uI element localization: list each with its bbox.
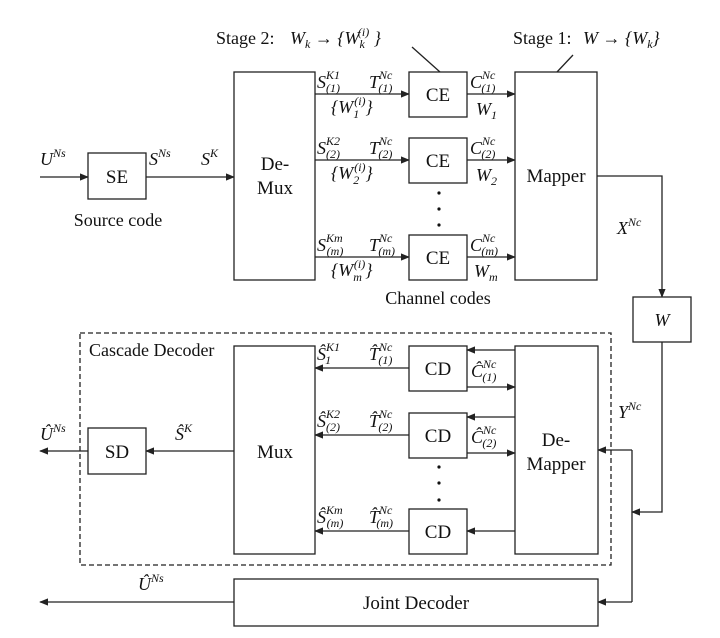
channel-label: W xyxy=(655,310,672,330)
decoder-ellipsis xyxy=(437,465,441,502)
cascade-decoder-frame xyxy=(79,332,612,566)
stage2-pointer xyxy=(411,46,441,73)
c1-label: CNc(1) xyxy=(470,68,496,95)
tm-label: TNc(m) xyxy=(369,231,395,258)
t-hat-m-label: T̂Nc(m) xyxy=(369,503,393,530)
channel-output-arrow xyxy=(631,342,663,516)
encoder-ellipsis xyxy=(437,191,441,227)
c-hat-1-label: ĈNc(1) xyxy=(471,357,497,384)
c2-label: CNc(2) xyxy=(470,134,496,161)
demux-block xyxy=(233,71,316,281)
signal-y: YNc xyxy=(618,399,642,422)
signal-s-ns: SNs xyxy=(149,146,171,169)
decoder-branch-2: CD ĈNc(2) ŜK2(2) T̂Nc(2) xyxy=(314,407,516,459)
stage2-math: Wk → {Wk(i) } xyxy=(290,25,382,51)
t-hat-1-label: T̂Nc(1) xyxy=(369,340,393,367)
sd-label: SD xyxy=(105,442,129,463)
ce-block-m xyxy=(408,234,468,281)
demapper-block xyxy=(514,345,599,555)
mapper-label: Mapper xyxy=(526,166,586,187)
ce-block-2 xyxy=(408,137,468,184)
ce-label-1: CE xyxy=(426,85,450,106)
t-hat-2-label: T̂Nc(2) xyxy=(369,407,393,434)
mux-label: Mux xyxy=(257,442,293,463)
cd-label-1: CD xyxy=(425,359,451,380)
s2-label: SK2(2) xyxy=(317,134,340,161)
encoder-branch-2: SK2(2) TNc(2) {W2(i)} CE CNc(2) W2 xyxy=(315,134,516,188)
s-hat-2-label: ŜK2(2) xyxy=(317,407,340,434)
se-label: SE xyxy=(106,167,128,188)
stage2-prefix: Stage 2: xyxy=(216,28,275,48)
wm-set-label: {Wm(i)} xyxy=(331,257,373,284)
w2-label: W2 xyxy=(476,165,497,188)
sm-label: SKm(m) xyxy=(317,231,343,258)
source-code-caption: Source code xyxy=(74,210,162,230)
cd-label-2: CD xyxy=(425,426,451,447)
c-hat-2-label: ĈNc(2) xyxy=(471,423,497,450)
ce-label-2: CE xyxy=(426,151,450,172)
signal-s-k: SK xyxy=(201,146,219,169)
joint-decoder-label: Joint Decoder xyxy=(363,593,470,614)
signal-u-hat-joint: ÛNs xyxy=(138,571,164,594)
signal-u: UNs xyxy=(40,146,66,169)
cd-block-1 xyxy=(408,345,468,392)
t1-label: TNc(1) xyxy=(369,68,393,95)
w1-label: W1 xyxy=(476,99,497,122)
stage1-prefix: Stage 1: xyxy=(513,28,572,48)
wm-label: Wm xyxy=(474,261,498,284)
s-hat-m-label: ŜKm(m) xyxy=(317,503,343,530)
sd-block xyxy=(87,427,147,475)
signal-s-hat-k: ŜK xyxy=(175,421,193,444)
stage1-title: Stage 1: W → {Wk} xyxy=(513,28,661,51)
mux-block xyxy=(233,345,316,555)
cm-label: CNc(m) xyxy=(470,231,498,258)
cascade-decoder-caption: Cascade Decoder xyxy=(89,340,214,360)
mapper-to-channel-arrow xyxy=(597,175,666,298)
se-block xyxy=(87,152,147,200)
stage2-title: Stage 2: Wk → {Wk(i) } xyxy=(216,25,382,51)
joint-decoder-block xyxy=(233,578,599,627)
decoder-branch-m: CD ŜKm(m) T̂Nc(m) xyxy=(314,503,515,555)
stage1-pointer xyxy=(556,54,574,73)
signal-x: XNc xyxy=(616,215,642,238)
w2-set-label: {W2(i)} xyxy=(331,160,374,187)
channel-block xyxy=(632,296,692,343)
channel-codes-caption: Channel codes xyxy=(385,288,490,308)
cd-block-2 xyxy=(408,412,468,459)
demapper-label-1: De- xyxy=(542,430,570,451)
s1-label: SK1(1) xyxy=(317,68,340,95)
encoder-branch-1: SK1(1) TNc(1) {W1(i)} CE CNc(1) W1 xyxy=(315,68,516,122)
demux-label-1: De- xyxy=(261,154,289,175)
stage1-math: W → {Wk} xyxy=(583,28,661,51)
t2-label: TNc(2) xyxy=(369,134,393,161)
encoder-branch-m: SKm(m) TNc(m) {Wm(i)} CE CNc(m) Wm xyxy=(315,231,516,284)
ce-block-1 xyxy=(408,71,468,118)
signal-u-hat: ÛNs xyxy=(40,421,66,444)
ce-label-m: CE xyxy=(426,248,450,269)
cd-label-m: CD xyxy=(425,522,451,543)
w1-set-label: {W1(i)} xyxy=(331,94,374,121)
demapper-label-2: Mapper xyxy=(526,454,586,475)
demux-label-2: Mux xyxy=(257,178,293,199)
